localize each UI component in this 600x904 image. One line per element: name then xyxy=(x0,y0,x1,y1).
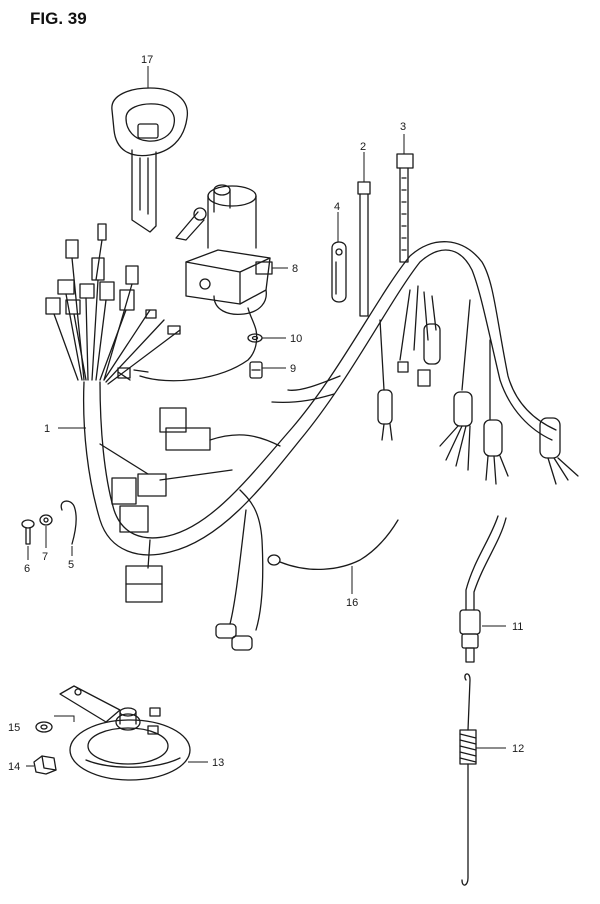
part-5-clip xyxy=(60,500,77,545)
callout-1: 1 xyxy=(44,423,50,435)
callout-9: 9 xyxy=(290,363,296,375)
callout-13: 13 xyxy=(212,757,224,769)
callout-10: 10 xyxy=(290,333,302,345)
callout-3: 3 xyxy=(400,121,406,133)
callout-4: 4 xyxy=(334,201,340,213)
callout-14: 14 xyxy=(8,761,20,773)
part-4-clamp xyxy=(331,241,347,303)
part-3-cable-tie xyxy=(396,153,414,263)
part-8-ignition-switch xyxy=(175,184,273,316)
part-12-spring xyxy=(459,673,477,886)
part-13-horn xyxy=(59,685,191,781)
part-11-switch xyxy=(459,515,507,663)
callout-12: 12 xyxy=(512,743,524,755)
part-14-bolt xyxy=(33,755,57,775)
callout-5: 5 xyxy=(68,559,74,571)
part-15-washer xyxy=(35,721,53,733)
callout-8: 8 xyxy=(292,263,298,275)
callout-2: 2 xyxy=(360,141,366,153)
part-6-screw xyxy=(21,519,35,545)
part-17-key xyxy=(111,87,188,233)
leader-15 xyxy=(54,715,75,722)
part-1-wiring-harness xyxy=(45,223,579,603)
callout-11: 11 xyxy=(512,621,523,633)
figure-title: FIG. 39 xyxy=(30,9,87,28)
part-9-terminal xyxy=(249,361,263,379)
callout-15: 15 xyxy=(8,722,20,734)
callout-7: 7 xyxy=(42,551,48,563)
part-2-strap xyxy=(357,181,371,317)
callout-17: 17 xyxy=(141,54,153,66)
callout-16: 16 xyxy=(346,597,358,609)
part-7-washer xyxy=(39,514,53,526)
part-10-grommet xyxy=(247,333,263,343)
callout-6: 6 xyxy=(24,563,30,575)
part-16-sub-harness xyxy=(215,489,399,651)
